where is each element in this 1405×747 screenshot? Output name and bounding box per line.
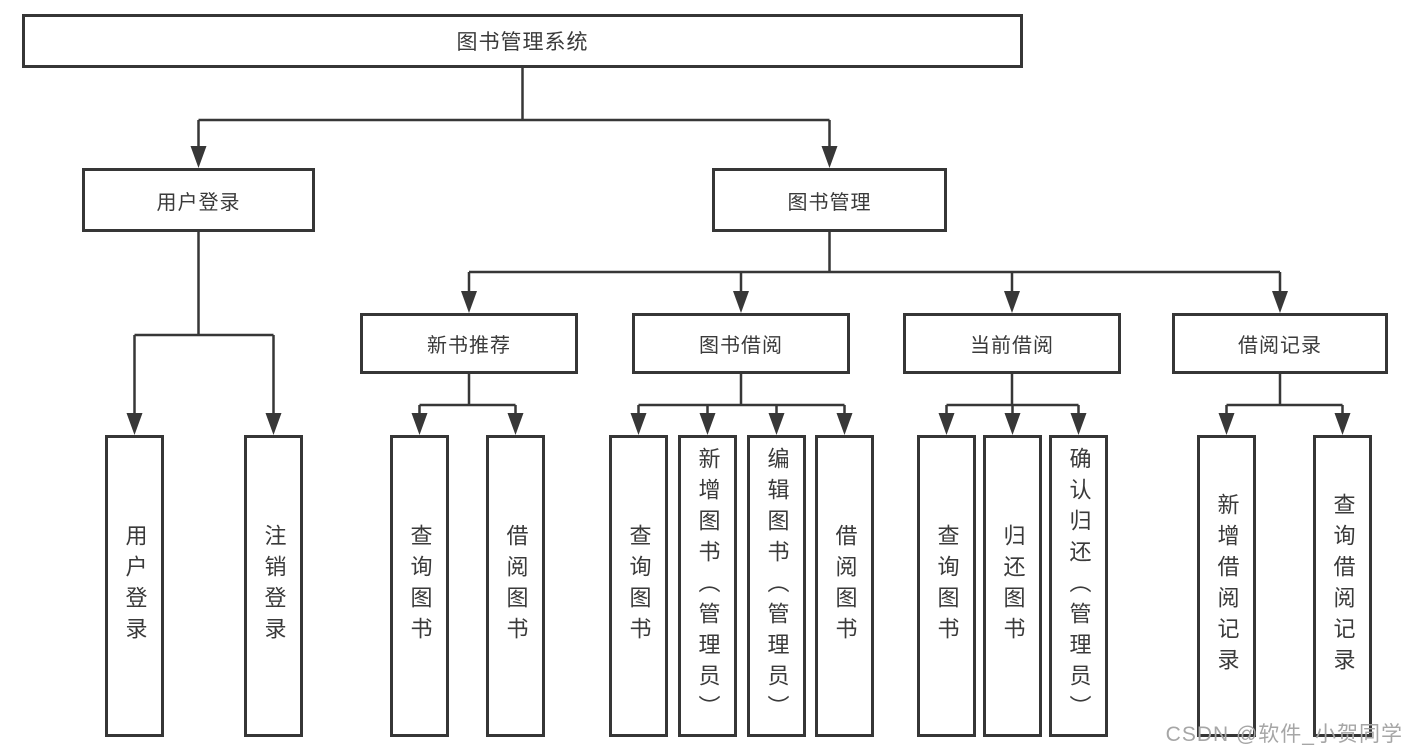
leaf-label: 查询借阅记录: [1330, 493, 1356, 679]
node-user-login-module: 用户登录: [82, 168, 315, 232]
leaf-label: 注销登录: [261, 524, 287, 648]
leaf-label: 借阅图书: [832, 524, 858, 648]
connector-borrowing-records-to-leaves: [1225, 374, 1344, 417]
leaf-query-books-current: 查询图书: [917, 435, 976, 737]
leaf-label: 查询图书: [626, 524, 652, 648]
leaf-label: 确认归还（管理员）: [1066, 446, 1092, 726]
node-label: 图书借阅: [699, 335, 783, 357]
leaf-borrow-books-recommend: 借阅图书: [486, 435, 545, 737]
connector-current-borrowing-to-leaves: [945, 374, 1080, 417]
leaf-label: 新增图书（管理员）: [695, 446, 721, 726]
leaf-query-borrow-record: 查询借阅记录: [1313, 435, 1372, 737]
leaf-add-borrow-record: 新增借阅记录: [1197, 435, 1256, 737]
leaf-confirm-return-admin: 确认归还（管理员）: [1049, 435, 1108, 737]
leaf-edit-books-admin: 编辑图书（管理员）: [747, 435, 806, 737]
connector-new-book-recommendation-to-leaves: [418, 374, 517, 417]
node-book-management-module: 图书管理: [712, 168, 947, 232]
leaf-label: 查询图书: [407, 524, 433, 648]
connector-book-borrowing-to-leaves: [637, 374, 846, 417]
node-new-book-recommendation: 新书推荐: [360, 313, 578, 374]
node-label: 图书管理系统: [456, 31, 589, 54]
leaf-label: 用户登录: [122, 524, 148, 648]
leaf-label: 借阅图书: [503, 524, 529, 648]
leaf-label: 新增借阅记录: [1214, 493, 1240, 679]
csdn-watermark: CSDN @软件_小贺同学: [1165, 723, 1403, 746]
leaf-borrow-books-borrowing: 借阅图书: [815, 435, 874, 737]
leaf-user-login: 用户登录: [105, 435, 164, 737]
connector-user-login-to-leaves: [133, 232, 275, 417]
leaf-query-books-recommend: 查询图书: [390, 435, 449, 737]
node-book-borrowing: 图书借阅: [632, 313, 850, 374]
node-label: 新书推荐: [427, 335, 511, 357]
node-label: 用户登录: [156, 191, 241, 214]
leaf-label: 归还图书: [1000, 524, 1026, 648]
node-label: 当前借阅: [970, 335, 1054, 357]
connector-book-management-to-level3: [467, 232, 1282, 295]
leaf-return-books: 归还图书: [983, 435, 1042, 737]
node-current-borrowing: 当前借阅: [903, 313, 1121, 374]
node-library-management-system: 图书管理系统: [22, 14, 1023, 68]
leaf-add-books-admin: 新增图书（管理员）: [678, 435, 737, 737]
leaf-logout: 注销登录: [244, 435, 303, 737]
connector-root-to-level2: [197, 68, 831, 150]
leaf-label: 查询图书: [934, 524, 960, 648]
leaf-query-books-borrowing: 查询图书: [609, 435, 668, 737]
node-label: 借阅记录: [1238, 335, 1322, 357]
node-label: 图书管理: [787, 191, 872, 214]
node-borrowing-records: 借阅记录: [1172, 313, 1388, 374]
leaf-label: 编辑图书（管理员）: [764, 446, 790, 726]
